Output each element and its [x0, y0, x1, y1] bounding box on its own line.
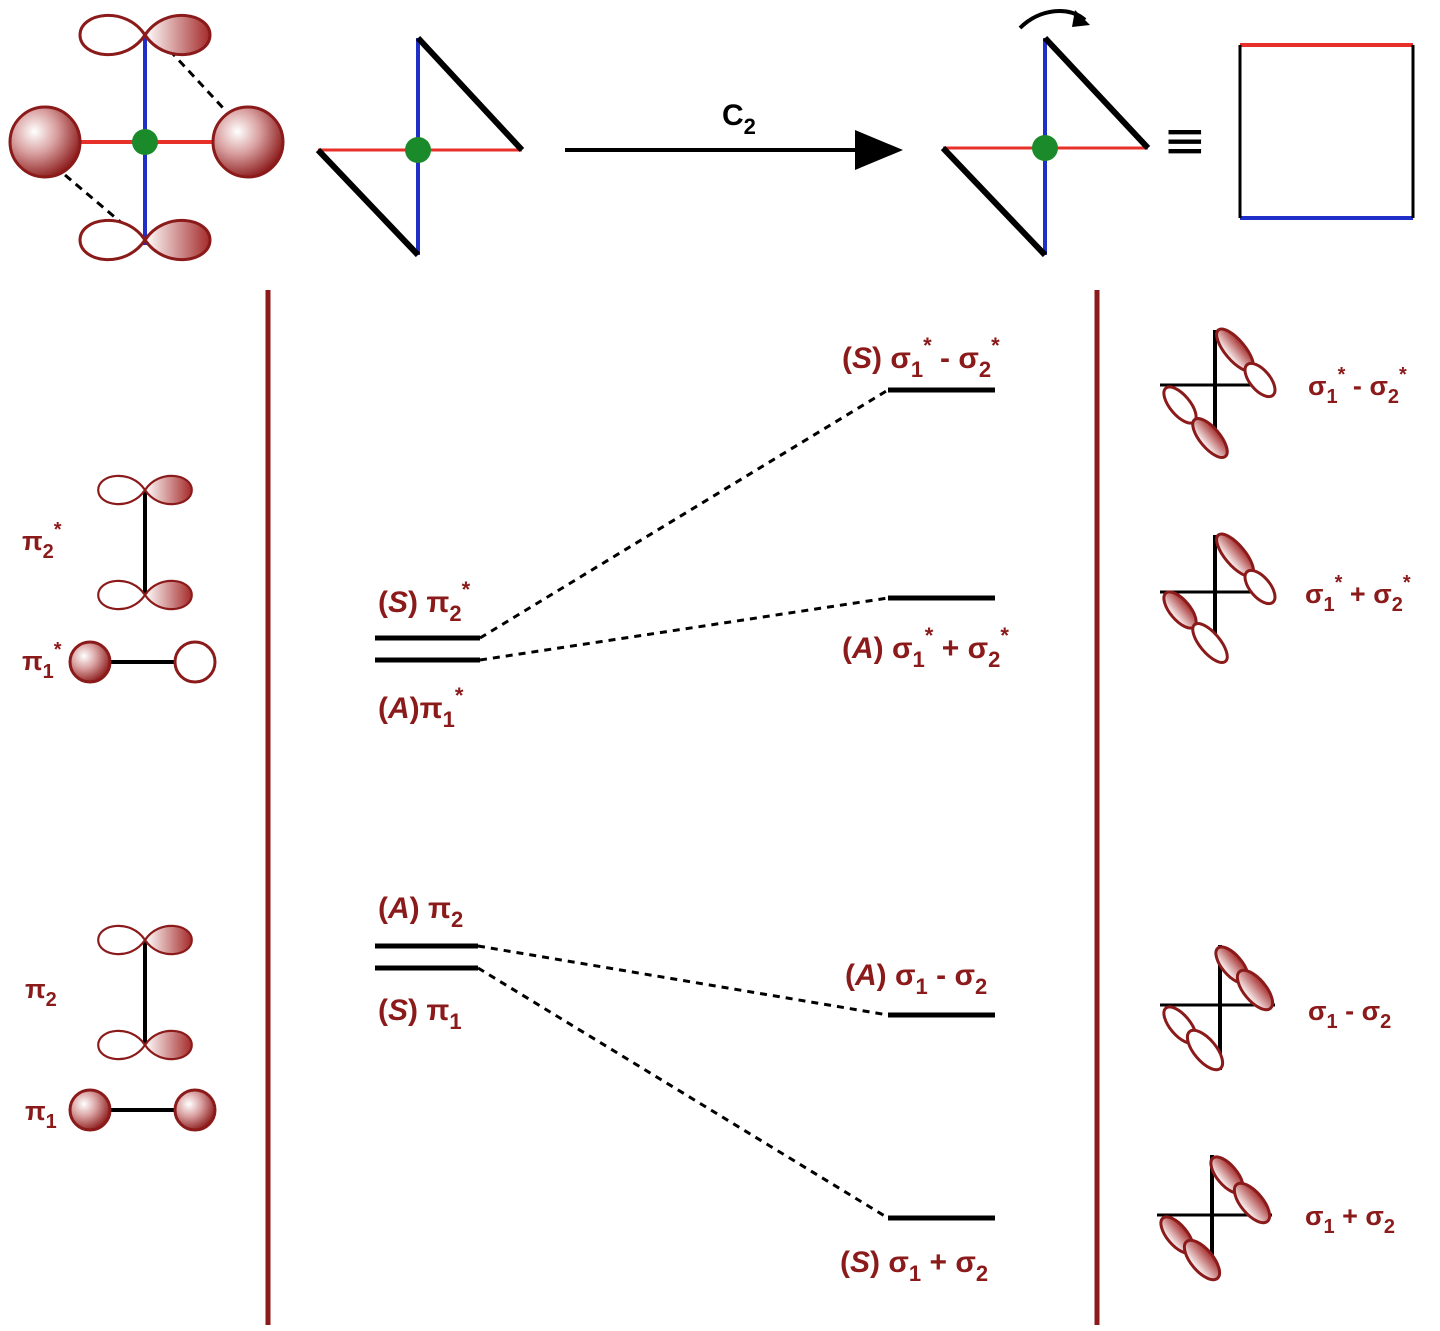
center-dot — [1032, 135, 1058, 161]
left-label-pi2: π2 — [25, 974, 57, 1011]
right-orbital-label: σ1 - σ2 — [1308, 996, 1391, 1033]
left-pi2-orbital — [97, 924, 193, 1061]
sigma-level-label: (A) σ1* + σ2* — [842, 623, 1009, 672]
sigma-level-label: (S) σ1 + σ2 — [840, 1246, 988, 1286]
left-label-pi2-star: π2* — [22, 519, 62, 563]
right-orbital-sigma1star-minus-sigma2star — [1160, 327, 1277, 459]
right-orbital-label: σ1* - σ2* — [1308, 364, 1407, 408]
sigma-level-label: (A) σ1 - σ2 — [845, 959, 987, 999]
pi-levels — [375, 635, 480, 971]
top-twisted-diene-rotated — [940, 8, 1151, 258]
sigma-level-label: (S) σ1* - σ2* — [842, 333, 1000, 382]
left-pi1-orbital — [68, 1088, 217, 1132]
cyclobutane-square — [1238, 43, 1415, 220]
left-label-pi1: π1 — [25, 1096, 57, 1133]
top-left-orbital-scheme — [8, 13, 285, 262]
s-orbital-icon — [8, 105, 82, 179]
right-orbital-sigma1-plus-sigma2 — [1157, 1155, 1272, 1282]
pi-level-label: (A)π1* — [378, 683, 464, 732]
pi-level-label: (A) π2 — [378, 892, 463, 932]
arrow-label: C2 — [722, 99, 756, 139]
pi-level-label: (S) π1 — [378, 994, 462, 1034]
correlation-lines — [477, 388, 889, 1220]
top-twisted-diene — [315, 35, 525, 258]
left-label-pi1-star: π1* — [22, 639, 62, 683]
right-orbital-label: σ1* + σ2* — [1305, 572, 1411, 616]
left-pi1-star-orbital — [68, 640, 217, 684]
pi-level-label: (S) π2* — [378, 577, 471, 626]
rotation-arrow-icon — [1072, 10, 1090, 27]
left-pi2-star-orbital — [97, 474, 193, 611]
right-orbital-label: σ1 + σ2 — [1305, 1201, 1395, 1238]
equivalence-symbol: ≡ — [1163, 111, 1207, 171]
center-dot — [405, 137, 431, 163]
right-orbital-sigma1-minus-sigma2 — [1160, 945, 1275, 1072]
center-dot — [132, 129, 158, 155]
s-orbital-icon — [211, 105, 285, 179]
right-orbital-sigma1star-plus-sigma2star — [1160, 532, 1277, 664]
c2-arrow: C2 — [565, 99, 903, 170]
sigma-levels — [888, 387, 995, 1221]
